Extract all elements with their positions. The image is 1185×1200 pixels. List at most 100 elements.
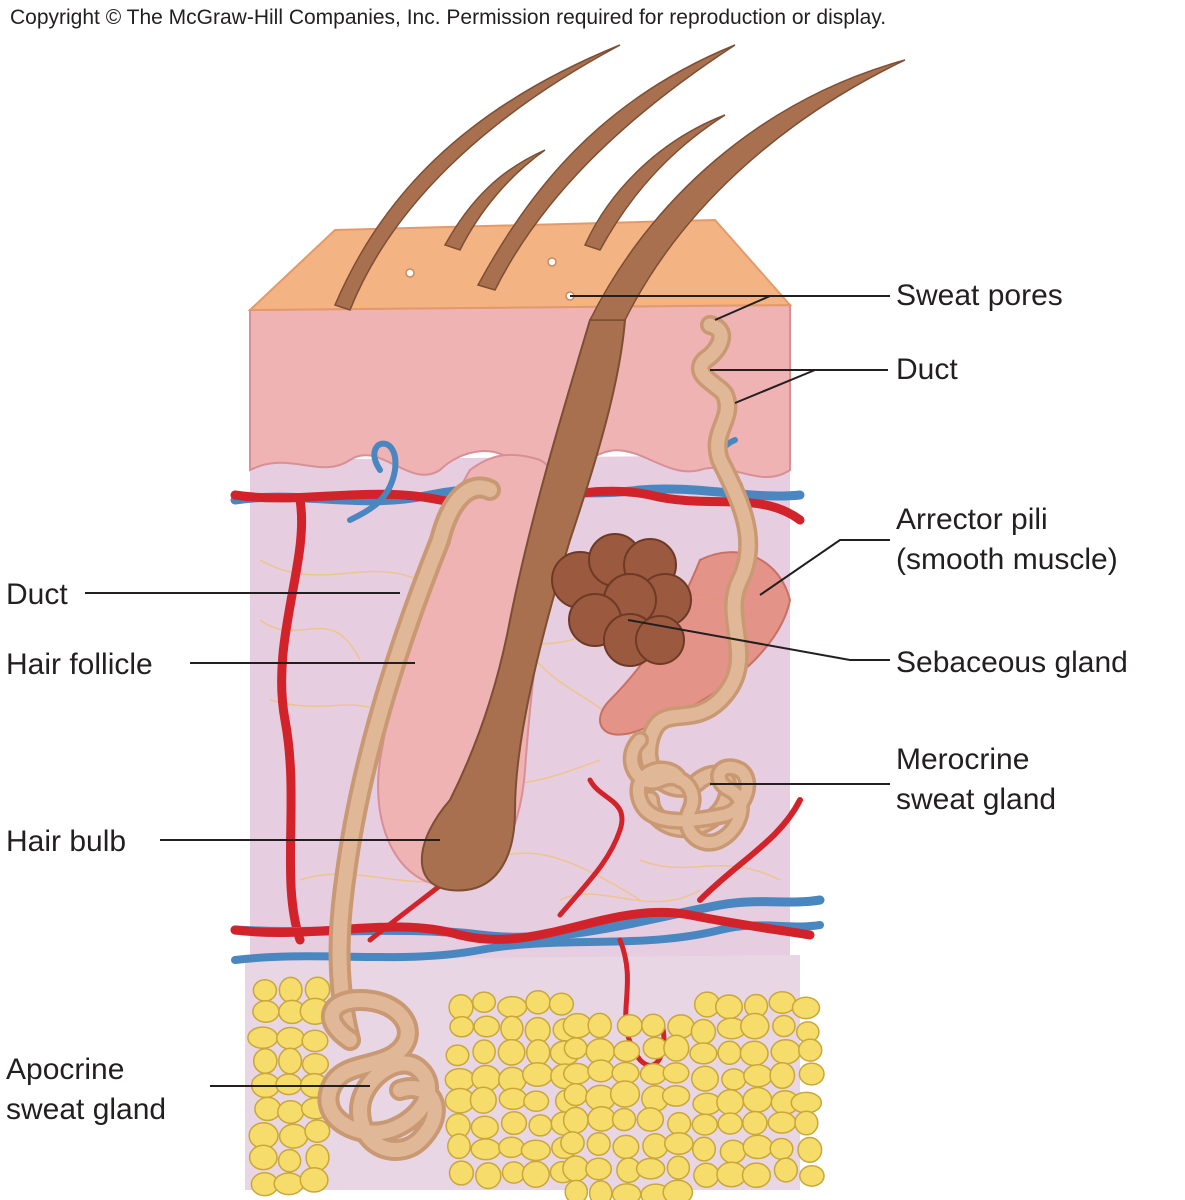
fat-cell — [448, 993, 474, 1021]
apocrine-duct — [328, 476, 501, 1051]
fat-cell — [790, 1091, 823, 1114]
fat-cell — [667, 1111, 692, 1136]
label-sebaceous-gland: Sebaceous gland — [896, 646, 1128, 679]
fat-cell — [717, 1040, 742, 1066]
label-duct-right: Duct — [896, 353, 958, 386]
fat-cell — [562, 1012, 593, 1039]
fat-cell — [562, 1155, 590, 1182]
fat-cell — [740, 1012, 770, 1040]
label-hair-follicle: Hair follicle — [6, 648, 153, 681]
fat-cell — [273, 1172, 305, 1196]
fat-cell — [721, 1068, 747, 1091]
fat-cell — [523, 1090, 550, 1113]
fat-cell — [587, 1106, 617, 1132]
fat-cell — [773, 1157, 799, 1183]
label-apocrine-line2: sweat gland — [6, 1093, 167, 1126]
leader-sebaceous — [627, 619, 890, 661]
fat-cell — [562, 1106, 589, 1134]
fat-cell — [772, 1014, 796, 1038]
fat-cell — [471, 991, 497, 1014]
fat-cell — [275, 1073, 303, 1096]
merocrine-coil — [622, 731, 757, 852]
fat-cell — [500, 1015, 524, 1042]
fat-cell — [277, 1148, 302, 1173]
fat-cell — [636, 1107, 665, 1132]
fat-cell — [278, 976, 303, 1004]
fat-cell — [716, 1161, 747, 1188]
label-merocrine-line2: sweat gland — [896, 783, 1057, 816]
fat-cell — [498, 1136, 525, 1159]
fat-cell — [469, 1086, 497, 1114]
hair-bulb-shape — [420, 319, 627, 892]
fat-cell — [691, 1113, 719, 1136]
fat-cell — [501, 1161, 526, 1184]
label-arrector-pili-line1: Arrector pili — [896, 503, 1048, 536]
label-apocrine-line1: Apocrine — [6, 1053, 125, 1086]
fat-cell — [548, 992, 575, 1016]
fat-cell — [770, 1039, 801, 1065]
fat-cell — [794, 1110, 819, 1136]
fat-cell — [301, 1029, 329, 1053]
fat-cell — [525, 990, 551, 1015]
fat-cell — [693, 1162, 720, 1188]
fat-cell — [304, 1119, 331, 1143]
fat-cell — [769, 1137, 794, 1161]
label-merocrine-line1: Merocrine — [896, 743, 1030, 776]
fat-cell — [585, 1157, 613, 1181]
fat-cell — [444, 1067, 476, 1092]
fat-cell — [472, 1039, 496, 1065]
fat-cell — [301, 1052, 330, 1076]
fat-cell — [588, 1180, 613, 1200]
fat-cell — [497, 1038, 526, 1066]
leader-duct-right-branch — [734, 369, 816, 404]
fat-cell — [586, 1132, 611, 1156]
fat-cell — [642, 1133, 669, 1159]
fat-cell — [299, 1167, 329, 1193]
fat-cells — [247, 976, 825, 1200]
fat-cell — [470, 1138, 502, 1161]
apocrine-coil — [317, 988, 446, 1161]
fat-cell — [799, 1164, 825, 1187]
fat-cell — [616, 1013, 643, 1038]
fat-cell — [742, 1110, 768, 1136]
fat-cell — [741, 1162, 772, 1189]
fat-cell — [498, 1087, 528, 1111]
fat-cell — [663, 1034, 690, 1062]
fat-cell — [612, 1134, 640, 1160]
fat-cell — [663, 1131, 694, 1156]
fat-cell — [521, 1160, 550, 1188]
fat-cell — [248, 1144, 278, 1171]
fat-cell — [520, 1139, 551, 1162]
fat-cell — [719, 1139, 747, 1164]
fat-cell — [525, 1039, 551, 1066]
fat-cell — [278, 1047, 303, 1075]
fat-cell — [767, 1111, 797, 1134]
fat-cell — [276, 1026, 305, 1050]
fat-cell — [560, 1131, 585, 1155]
fat-cell — [690, 1018, 717, 1045]
fat-cell — [475, 1162, 502, 1190]
label-arrector-pili-line2: (smooth muscle) — [896, 543, 1118, 576]
fat-cell — [609, 1080, 641, 1108]
fat-cell — [445, 1044, 470, 1067]
fat-cell — [666, 1155, 691, 1180]
fat-cell — [252, 1047, 278, 1075]
label-sweat-pores: Sweat pores — [896, 279, 1063, 312]
fat-cell — [768, 991, 797, 1014]
fat-cell — [716, 1089, 745, 1116]
fat-cell — [277, 1099, 305, 1125]
fat-cell — [742, 1086, 773, 1113]
fat-cell — [252, 978, 278, 1002]
fat-cell — [278, 1123, 309, 1149]
fat-cell — [252, 1000, 280, 1023]
fat-cell — [497, 995, 528, 1019]
fat-cell — [500, 1111, 528, 1136]
fat-cell — [528, 1114, 553, 1137]
fat-cell — [769, 1061, 796, 1090]
hair-strands — [333, 44, 906, 321]
fat-cell — [742, 1134, 774, 1160]
fat-cell — [564, 1179, 589, 1200]
fat-cell — [689, 1042, 718, 1065]
